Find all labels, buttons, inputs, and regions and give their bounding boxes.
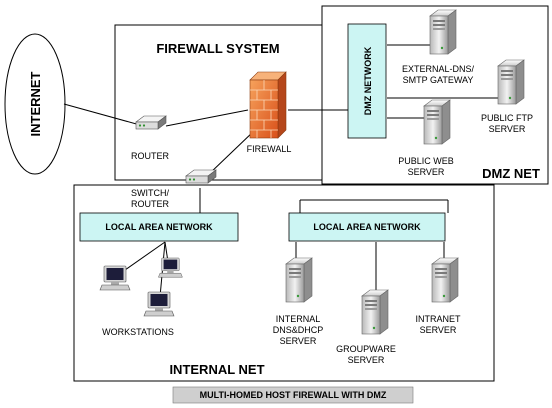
router-label: ROUTER [131,151,170,161]
dns-dhcp-label-line3: SERVER [280,336,317,346]
lan-right-label: LOCAL AREA NETWORK [313,222,421,232]
firewall-system-box [114,24,339,181]
firewall-system-title: FIREWALL SYSTEM [156,41,279,56]
internal-dns-dhcp-server-icon [285,257,313,303]
workstations-label: WORKSTATIONS [102,327,174,337]
firewall-label: FIREWALL [247,144,292,154]
firewall-icon [249,71,287,139]
workstation-icon [143,291,175,317]
groupware-label-line1: GROUPWARE [336,344,396,354]
intranet-label-line2: SERVER [420,325,457,335]
dmz-network-label: DMZ NETWORK [363,46,373,115]
web-label-line2: SERVER [408,167,445,177]
groupware-server-icon [361,289,389,335]
dmz-network-bar [347,23,387,139]
groupware-label-line2: SERVER [348,355,385,365]
dns-dhcp-label-line2: DNS&DHCP [273,325,324,335]
lan-left-label: LOCAL AREA NETWORK [105,222,213,232]
ftp-label-line1: PUBLIC FTP [481,113,533,123]
workstation-icon [157,257,183,278]
dmz-net-title: DMZ NET [482,166,540,181]
ftp-label-line2: SERVER [489,124,526,134]
workstation-icon [99,265,131,291]
web-label-line1: PUBLIC WEB [398,156,454,166]
lan-right-bar [288,212,446,242]
dns-smtp-server-icon [429,9,457,55]
internet-label: INTERNET [28,71,43,136]
caption: MULTI-HOMED HOST FIREWALL WITH DMZ [200,390,387,400]
switch-label-line2: ROUTER [131,199,170,209]
dns-smtp-label-line1: EXTERNAL-DNS/ [402,64,475,74]
intranet-server-icon [431,257,459,303]
internal-net-title: INTERNAL NET [169,362,264,377]
switch-label-line1: SWITCH/ [131,188,169,198]
caption-box [172,386,414,404]
dns-smtp-label-line2: SMTP GATEWAY [403,75,474,85]
ftp-server-icon [497,59,525,105]
lan-left-bar [79,212,239,242]
web-server-icon [423,99,451,145]
dns-dhcp-label-line1: INTERNAL [276,314,321,324]
intranet-label-line1: INTRANET [416,314,462,324]
